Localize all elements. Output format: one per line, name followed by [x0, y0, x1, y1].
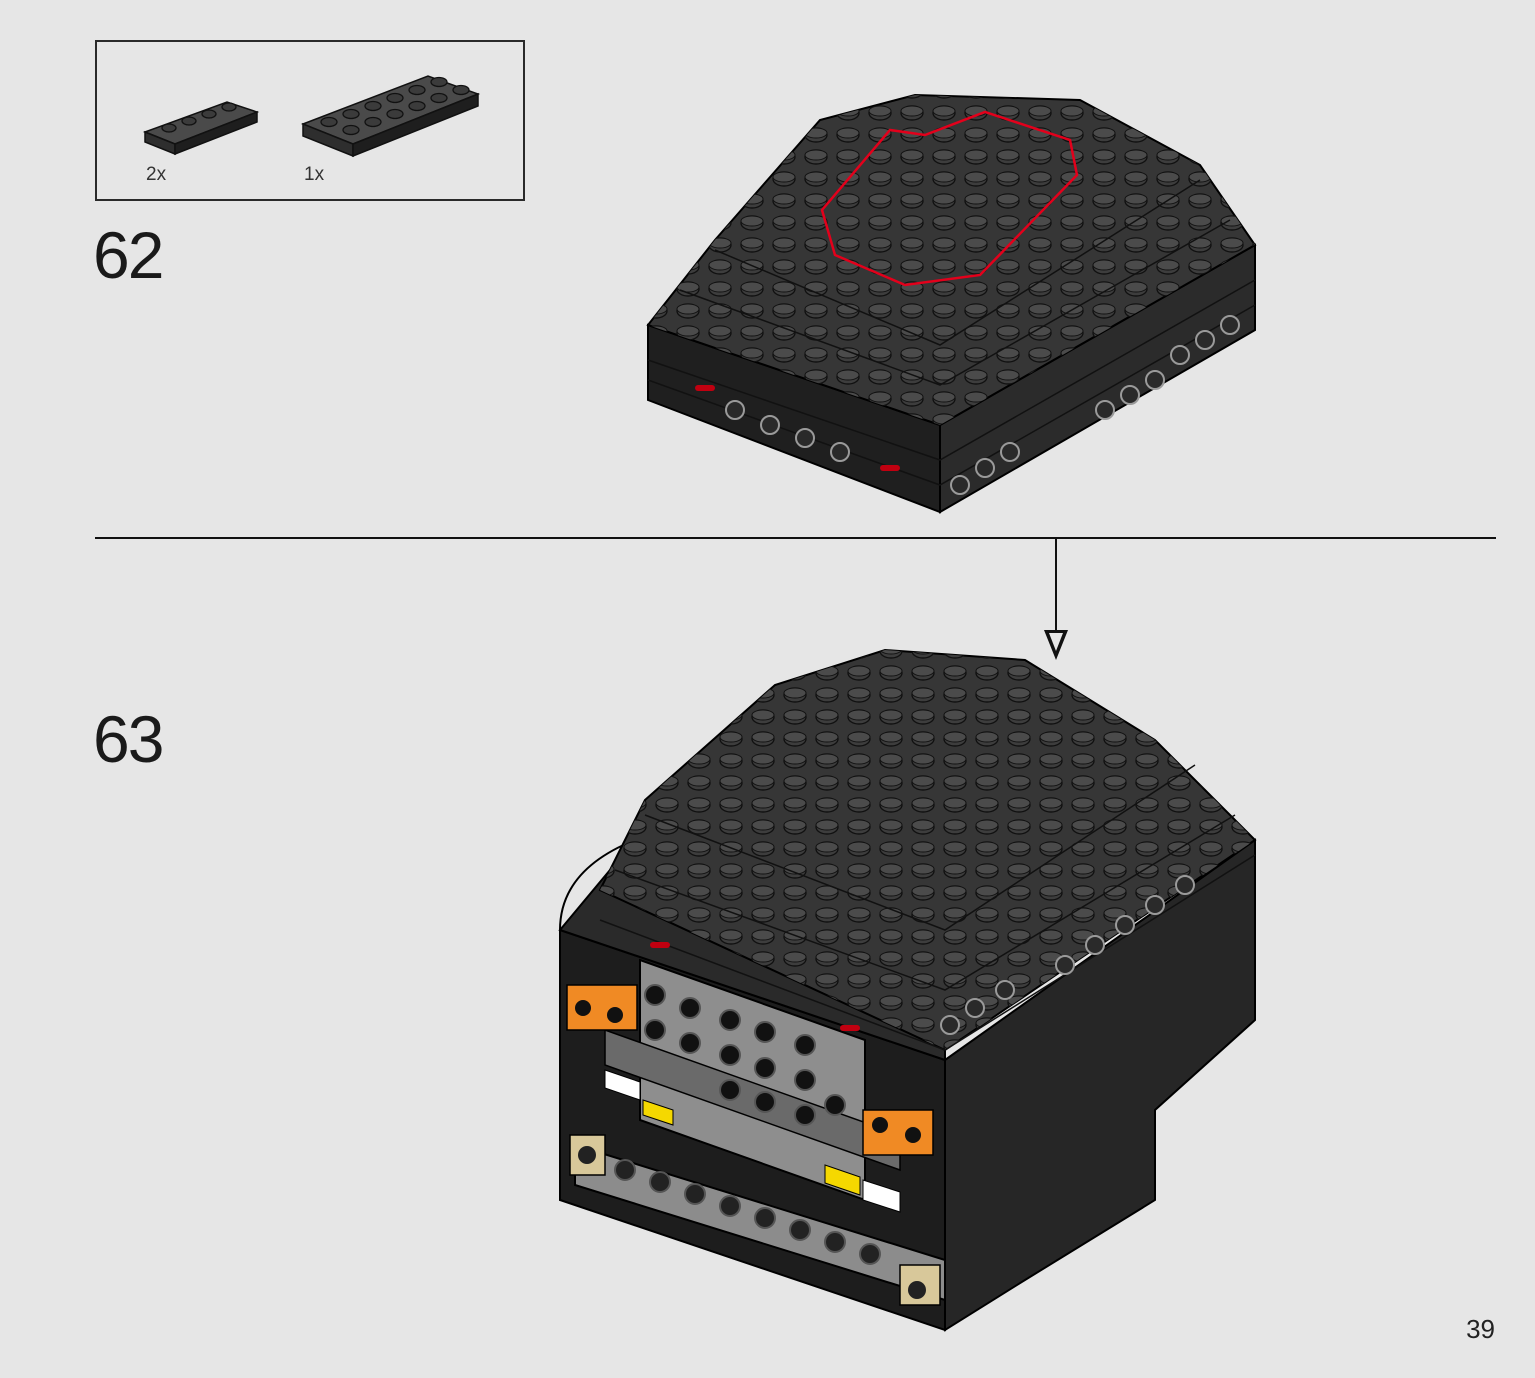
step-63-model [558, 648, 1257, 1332]
down-arrow-icon [1044, 538, 1068, 660]
part-qty-2: 1x [304, 164, 325, 185]
part-qty-1: 2x [146, 164, 167, 185]
page-number: 39 [1466, 1314, 1495, 1344]
plate-2x6-icon [300, 75, 481, 158]
plate-1x4-icon [142, 101, 260, 156]
step-62-model [646, 93, 1257, 514]
step-number-62: 62 [93, 218, 164, 292]
step-divider [95, 537, 1496, 539]
step-number-63: 63 [93, 702, 164, 776]
parts-callout: 2x 1x [95, 40, 525, 201]
